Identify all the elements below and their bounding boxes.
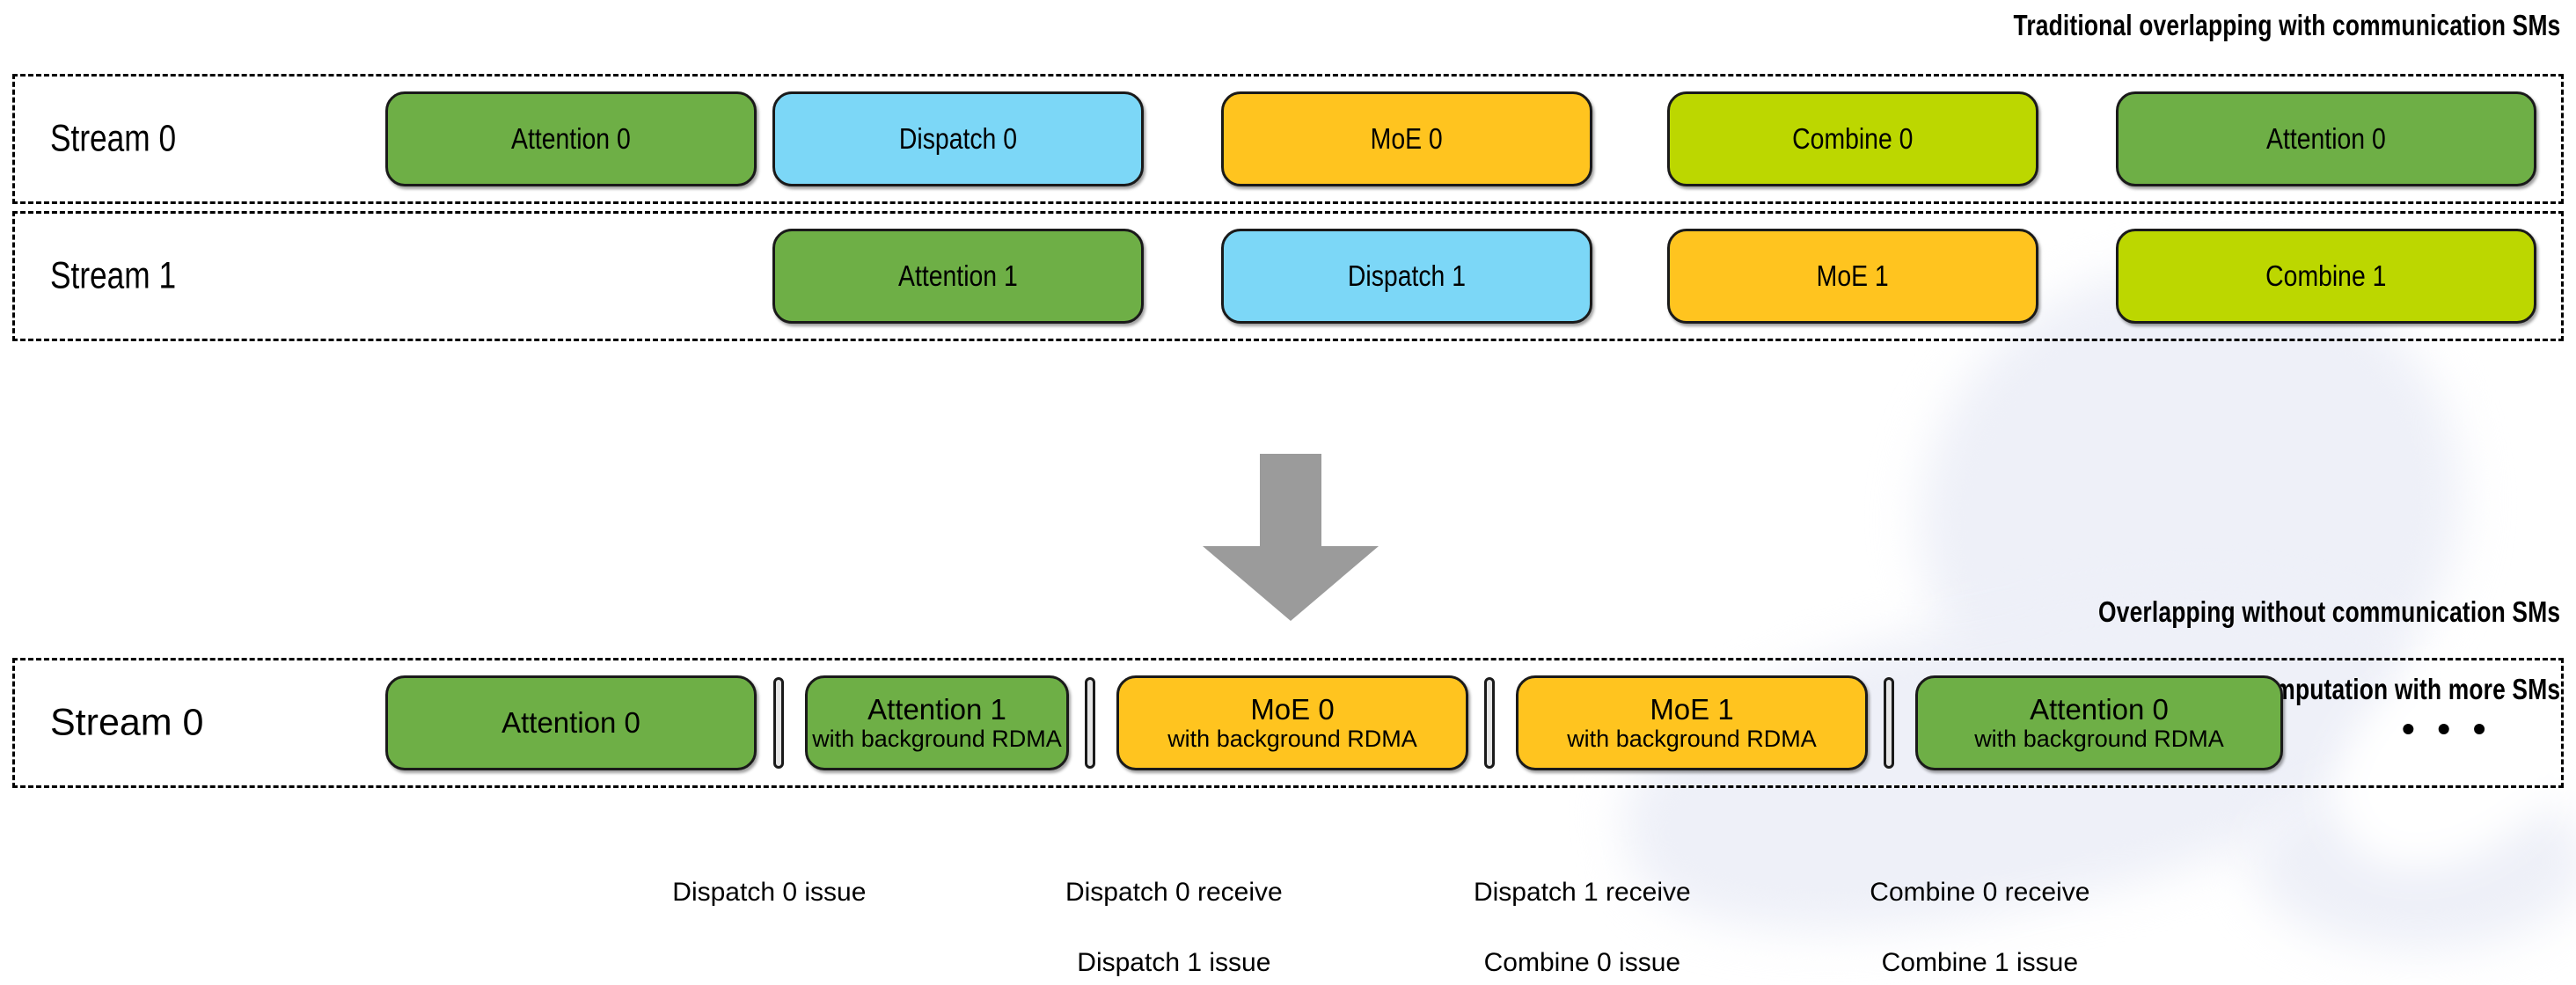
task-title: Attention 1 bbox=[898, 259, 1018, 293]
task-title: Attention 0 bbox=[2266, 122, 2386, 156]
task-box-attention-0-repeat[interactable]: Attention 0 bbox=[2116, 91, 2536, 186]
task-subtitle: with background RDMA bbox=[1567, 726, 1817, 753]
down-arrow-icon bbox=[1189, 454, 1392, 621]
task-box-attention-0-opt-repeat[interactable]: Attention 0 with background RDMA bbox=[1915, 675, 2283, 770]
task-separator-2 bbox=[1085, 677, 1095, 769]
task-box-attention-0-opt[interactable]: Attention 0 bbox=[385, 675, 757, 770]
caption-line-2: Dispatch 1 issue bbox=[1077, 948, 1271, 977]
caption-line-1: Dispatch 1 receive bbox=[1473, 878, 1691, 907]
task-title: Combine 0 bbox=[1792, 122, 1914, 156]
task-box-attention-1[interactable]: Attention 1 bbox=[772, 229, 1144, 324]
task-title: Attention 1 bbox=[867, 692, 1006, 726]
caption-line-2: Combine 1 issue bbox=[1881, 948, 2079, 977]
task-subtitle: with background RDMA bbox=[812, 726, 1062, 753]
task-box-attention-1-opt[interactable]: Attention 1 with background RDMA bbox=[805, 675, 1069, 770]
heading-traditional-overlapping: Traditional overlapping with communicati… bbox=[2013, 9, 2560, 41]
task-box-dispatch-1[interactable]: Dispatch 1 bbox=[1221, 229, 1592, 324]
task-title: MoE 0 bbox=[1370, 122, 1444, 156]
task-box-moe-0-opt[interactable]: MoE 0 with background RDMA bbox=[1116, 675, 1468, 770]
task-title: Attention 0 bbox=[2030, 692, 2169, 726]
task-title: Dispatch 0 bbox=[898, 122, 1018, 156]
caption-dispatch-0-issue: Dispatch 0 issue bbox=[658, 840, 867, 910]
task-box-combine-0[interactable]: Combine 0 bbox=[1667, 91, 2038, 186]
task-title: MoE 1 bbox=[1816, 259, 1890, 293]
lane-stream1: Stream 1 Attention 1 Dispatch 1 MoE 1 Co… bbox=[12, 211, 2564, 341]
lane-label-stream1: Stream 1 bbox=[50, 254, 177, 297]
task-box-dispatch-0[interactable]: Dispatch 0 bbox=[772, 91, 1144, 186]
lane-stream0-bottom: Stream 0 Attention 0 Attention 1 with ba… bbox=[12, 658, 2564, 788]
lane-label-stream0-top: Stream 0 bbox=[50, 117, 177, 160]
task-title: MoE 1 bbox=[1650, 692, 1734, 726]
task-title: Combine 1 bbox=[2265, 259, 2387, 293]
watermark-blob bbox=[2252, 774, 2576, 950]
task-subtitle: with background RDMA bbox=[1974, 726, 2224, 753]
task-title: MoE 0 bbox=[1250, 692, 1335, 726]
task-title: Attention 0 bbox=[501, 706, 640, 740]
caption-dispatch-0-receive: Dispatch 0 receive Dispatch 1 issue bbox=[1050, 840, 1283, 981]
lane-stream0-top: Stream 0 Attention 0 Dispatch 0 MoE 0 Co… bbox=[12, 74, 2564, 204]
caption-line-1: Dispatch 0 receive bbox=[1065, 878, 1283, 907]
task-box-combine-1[interactable]: Combine 1 bbox=[2116, 229, 2536, 324]
caption-dispatch-1-receive: Dispatch 1 receive Combine 0 issue bbox=[1459, 840, 1691, 981]
task-title: Attention 0 bbox=[511, 122, 631, 156]
ellipsis-indicator: • • • bbox=[2402, 708, 2492, 749]
task-box-moe-0[interactable]: MoE 0 bbox=[1221, 91, 1592, 186]
task-subtitle: with background RDMA bbox=[1167, 726, 1417, 753]
task-box-moe-1-opt[interactable]: MoE 1 with background RDMA bbox=[1516, 675, 1868, 770]
task-separator-3 bbox=[1484, 677, 1495, 769]
task-box-attention-0[interactable]: Attention 0 bbox=[385, 91, 757, 186]
task-separator-1 bbox=[773, 677, 784, 769]
caption-line-1: Dispatch 0 issue bbox=[672, 878, 867, 907]
lane-label-stream0-bottom: Stream 0 bbox=[50, 701, 204, 744]
task-separator-4 bbox=[1884, 677, 1894, 769]
caption-line-2: Combine 0 issue bbox=[1483, 948, 1681, 977]
task-title: Dispatch 1 bbox=[1347, 259, 1467, 293]
caption-line-1: Combine 0 receive bbox=[1870, 878, 2090, 907]
heading-line-1: Overlapping without communication SMs bbox=[2097, 595, 2560, 628]
task-box-moe-1[interactable]: MoE 1 bbox=[1667, 229, 2038, 324]
caption-combine-0-receive: Combine 0 receive Combine 1 issue bbox=[1855, 840, 2090, 981]
